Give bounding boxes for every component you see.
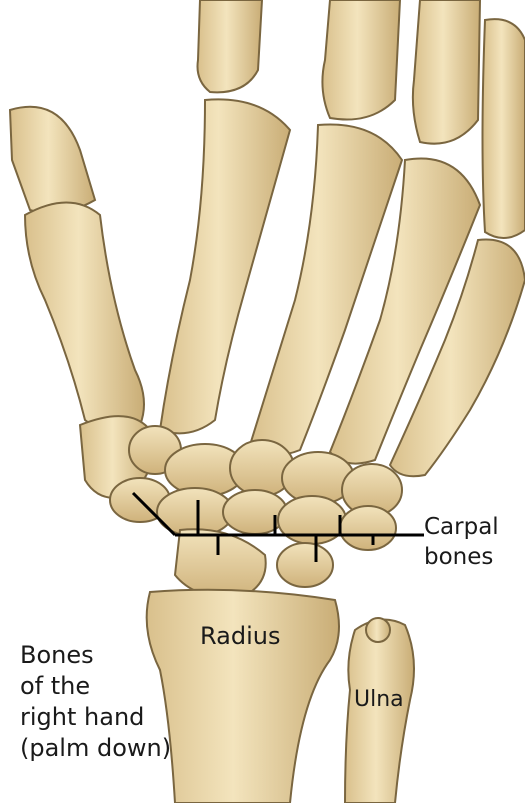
carpal-bones-label: Carpal bones [424,512,499,572]
figure-caption: Bones of the right hand (palm down) [20,640,171,764]
carpal-bones-label-line-1: Carpal [424,512,499,542]
caption-line-2: of the [20,671,171,702]
carpal-bones-label-line-2: bones [424,542,499,572]
index-finger-bones [160,0,290,433]
caption-line-1: Bones [20,640,171,671]
ulna-label: Ulna [354,687,404,713]
caption-line-4: (palm down) [20,733,171,764]
radius-label: Radius [200,622,280,650]
caption-line-3: right hand [20,702,171,733]
